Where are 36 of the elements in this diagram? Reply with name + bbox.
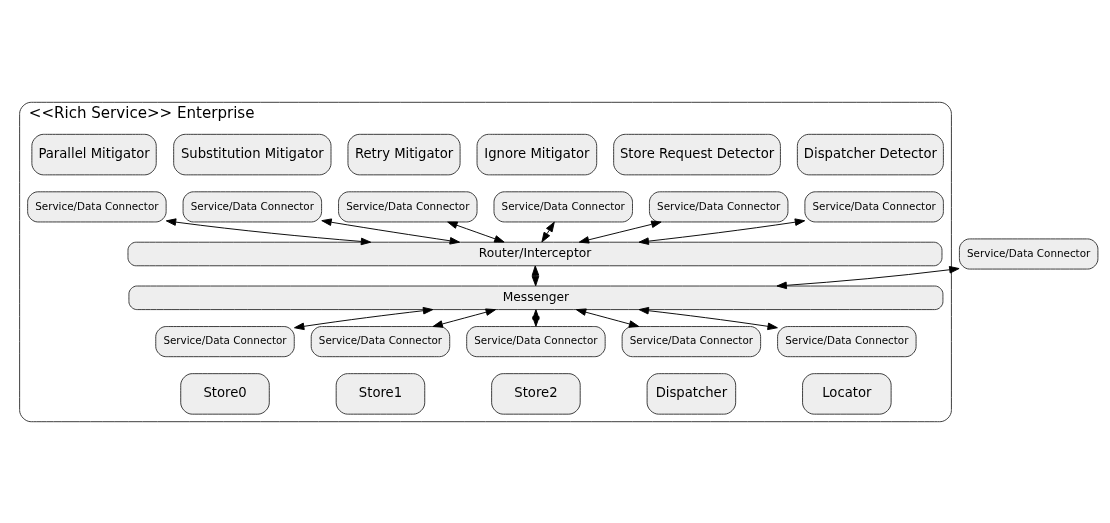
node-box: Retry Mitigator (347, 133, 461, 175)
node-box: Store0 (180, 372, 270, 415)
arrow (638, 217, 806, 245)
node-box: Service/Data Connector (621, 325, 762, 357)
arrow (432, 307, 496, 328)
node-box: Service/Data Connector (182, 190, 323, 222)
node-box: Parallel Mitigator (31, 133, 157, 175)
node-box: Service/Data Connector (649, 190, 789, 222)
node-box: Substitution Mitigator (173, 133, 332, 175)
arrow (541, 221, 555, 242)
node-box: Ignore Mitigator (476, 133, 598, 175)
node-box: Store1 (335, 372, 426, 415)
node-box: Service/Data Connector (155, 325, 295, 357)
node-box: Service/Data Connector (777, 325, 917, 357)
arrow (638, 306, 778, 330)
node-box: Store Request Detector (613, 133, 781, 175)
node-box: Store2 (491, 372, 581, 415)
node-box: Messenger (128, 285, 944, 310)
node-box: Dispatcher Detector (796, 133, 944, 175)
node-box: Service/Data Connector (958, 237, 1099, 270)
arrow (575, 307, 640, 328)
arrow (321, 217, 460, 245)
node-box: Service/Data Connector (338, 190, 478, 222)
node-box: Service/Data Connector (466, 325, 606, 357)
node-box: Service/Data Connector (27, 190, 167, 222)
node-box: Router/Interceptor (127, 241, 943, 266)
arrow (447, 221, 505, 243)
node-box: Locator (802, 372, 892, 415)
node-box: Service/Data Connector (310, 325, 451, 357)
arrow (578, 220, 662, 244)
arrow (776, 265, 960, 289)
arrow (165, 217, 372, 245)
node-box: Service/Data Connector (493, 190, 633, 222)
node-box: Dispatcher (646, 372, 737, 415)
node-box: Service/Data Connector (804, 190, 944, 222)
arrow (294, 306, 434, 330)
